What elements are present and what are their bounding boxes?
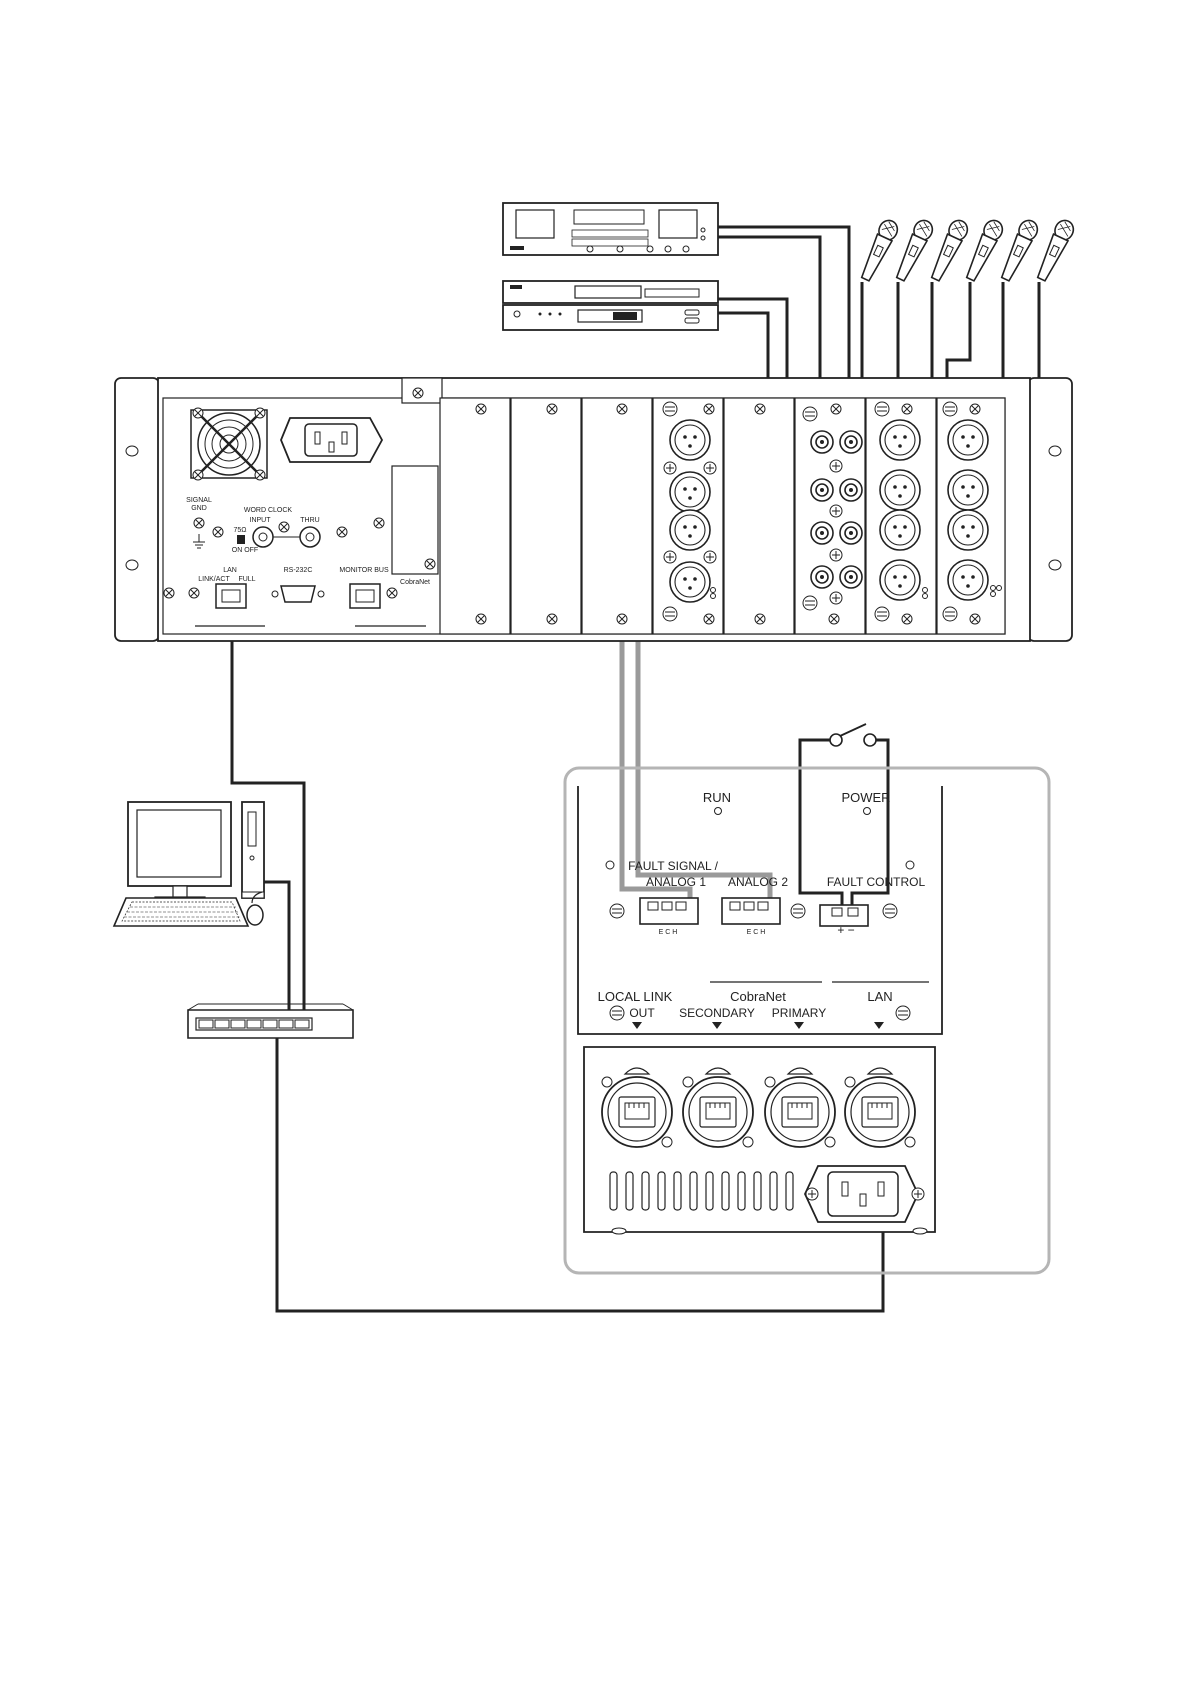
on-off-label: ON OFF bbox=[232, 547, 258, 554]
fault-control-label: FAULT CONTROL bbox=[827, 875, 926, 889]
microphone-2 bbox=[892, 217, 935, 283]
xlr-out-1[interactable] bbox=[670, 420, 710, 460]
out-arrow-icon bbox=[632, 1022, 642, 1029]
rca-in-2r[interactable] bbox=[840, 479, 862, 501]
xlr-in-a3[interactable] bbox=[880, 510, 920, 550]
lan-arrow-icon bbox=[874, 1022, 884, 1029]
microphone-4 bbox=[962, 217, 1005, 283]
analog2-ech-label: E C H bbox=[747, 929, 766, 936]
xlr-out-4[interactable] bbox=[670, 562, 710, 602]
microphone-5 bbox=[997, 217, 1040, 283]
xlr-in-a4[interactable] bbox=[880, 560, 920, 600]
power-label: POWER bbox=[841, 790, 890, 805]
cobranet-label: CobraNet bbox=[730, 989, 786, 1004]
fan-icon bbox=[191, 408, 267, 480]
xlr-out-2[interactable] bbox=[670, 472, 710, 512]
local-link-label: LOCAL LINK bbox=[598, 989, 673, 1004]
microphone-3 bbox=[927, 217, 970, 283]
secondary-label: SECONDARY bbox=[679, 1006, 755, 1020]
fault-control-switch-icon bbox=[830, 724, 876, 746]
xlr-in-b1[interactable] bbox=[948, 420, 988, 460]
expansion-slots bbox=[440, 398, 1005, 634]
analog1-label: ANALOG 1 bbox=[646, 875, 706, 889]
out-label: OUT bbox=[629, 1006, 655, 1020]
full-label: FULL bbox=[238, 576, 255, 583]
run-led bbox=[715, 808, 722, 815]
signal-gnd-terminal[interactable] bbox=[194, 518, 204, 528]
analog2-label: ANALOG 2 bbox=[728, 875, 788, 889]
cobranet-card-label: CobraNet bbox=[400, 579, 430, 586]
cobranet-ac-inlet-icon bbox=[805, 1166, 924, 1222]
analog1-ech-label: E C H bbox=[659, 929, 678, 936]
xlr-in-b2[interactable] bbox=[948, 470, 988, 510]
run-label: RUN bbox=[703, 790, 731, 805]
microphone-6 bbox=[1033, 217, 1076, 283]
cobranet-card bbox=[392, 466, 438, 574]
word-clock-thru-label: THRU bbox=[300, 517, 319, 524]
cassette-deck bbox=[503, 203, 718, 255]
secondary-arrow-icon bbox=[712, 1022, 722, 1029]
fault-control-polarity: + − bbox=[837, 923, 854, 937]
lan-label: LAN bbox=[867, 989, 892, 1004]
primary-arrow-icon bbox=[794, 1022, 804, 1029]
network-hub bbox=[188, 1004, 353, 1038]
termination-switch[interactable] bbox=[237, 535, 245, 544]
rca-in-3l[interactable] bbox=[811, 522, 833, 544]
rear-lan-label: LAN bbox=[223, 567, 237, 574]
xlr-in-b4[interactable] bbox=[948, 560, 988, 600]
rca-in-1r[interactable] bbox=[840, 431, 862, 453]
mixer-rear-panel: SIGNAL GND WORD CLOCK INPUT THRU 75Ω ON … bbox=[115, 378, 1072, 641]
ac-inlet-icon bbox=[281, 418, 382, 462]
signal-gnd-label-2: GND bbox=[191, 505, 207, 512]
power-led bbox=[864, 808, 871, 815]
rs232c-port[interactable] bbox=[281, 586, 315, 602]
microphone-1 bbox=[857, 217, 900, 283]
rs232c-label: RS-232C bbox=[284, 567, 313, 574]
primary-label: PRIMARY bbox=[772, 1006, 826, 1020]
xlr-out-3[interactable] bbox=[670, 510, 710, 550]
xlr-in-a2[interactable] bbox=[880, 470, 920, 510]
link-act-label: LINK/ACT bbox=[198, 576, 230, 583]
word-clock-label: WORD CLOCK bbox=[244, 507, 293, 514]
xlr-in-a1[interactable] bbox=[880, 420, 920, 460]
monitor-bus-label: MONITOR BUS bbox=[339, 567, 389, 574]
tuner-cd-player bbox=[503, 281, 718, 330]
pc-icon bbox=[114, 802, 264, 926]
microphones bbox=[857, 217, 1076, 283]
rca-in-1l[interactable] bbox=[811, 431, 833, 453]
word-clock-input-label: INPUT bbox=[250, 517, 272, 524]
fault-signal-label: FAULT SIGNAL / bbox=[628, 859, 718, 873]
rca-in-2l[interactable] bbox=[811, 479, 833, 501]
rca-in-4l[interactable] bbox=[811, 566, 833, 588]
signal-gnd-label-1: SIGNAL bbox=[186, 497, 212, 504]
xlr-in-b3[interactable] bbox=[948, 510, 988, 550]
termination-label: 75Ω bbox=[233, 527, 246, 534]
cable-pc-hub bbox=[261, 882, 289, 1030]
rca-in-4r[interactable] bbox=[840, 566, 862, 588]
rca-in-3r[interactable] bbox=[840, 522, 862, 544]
